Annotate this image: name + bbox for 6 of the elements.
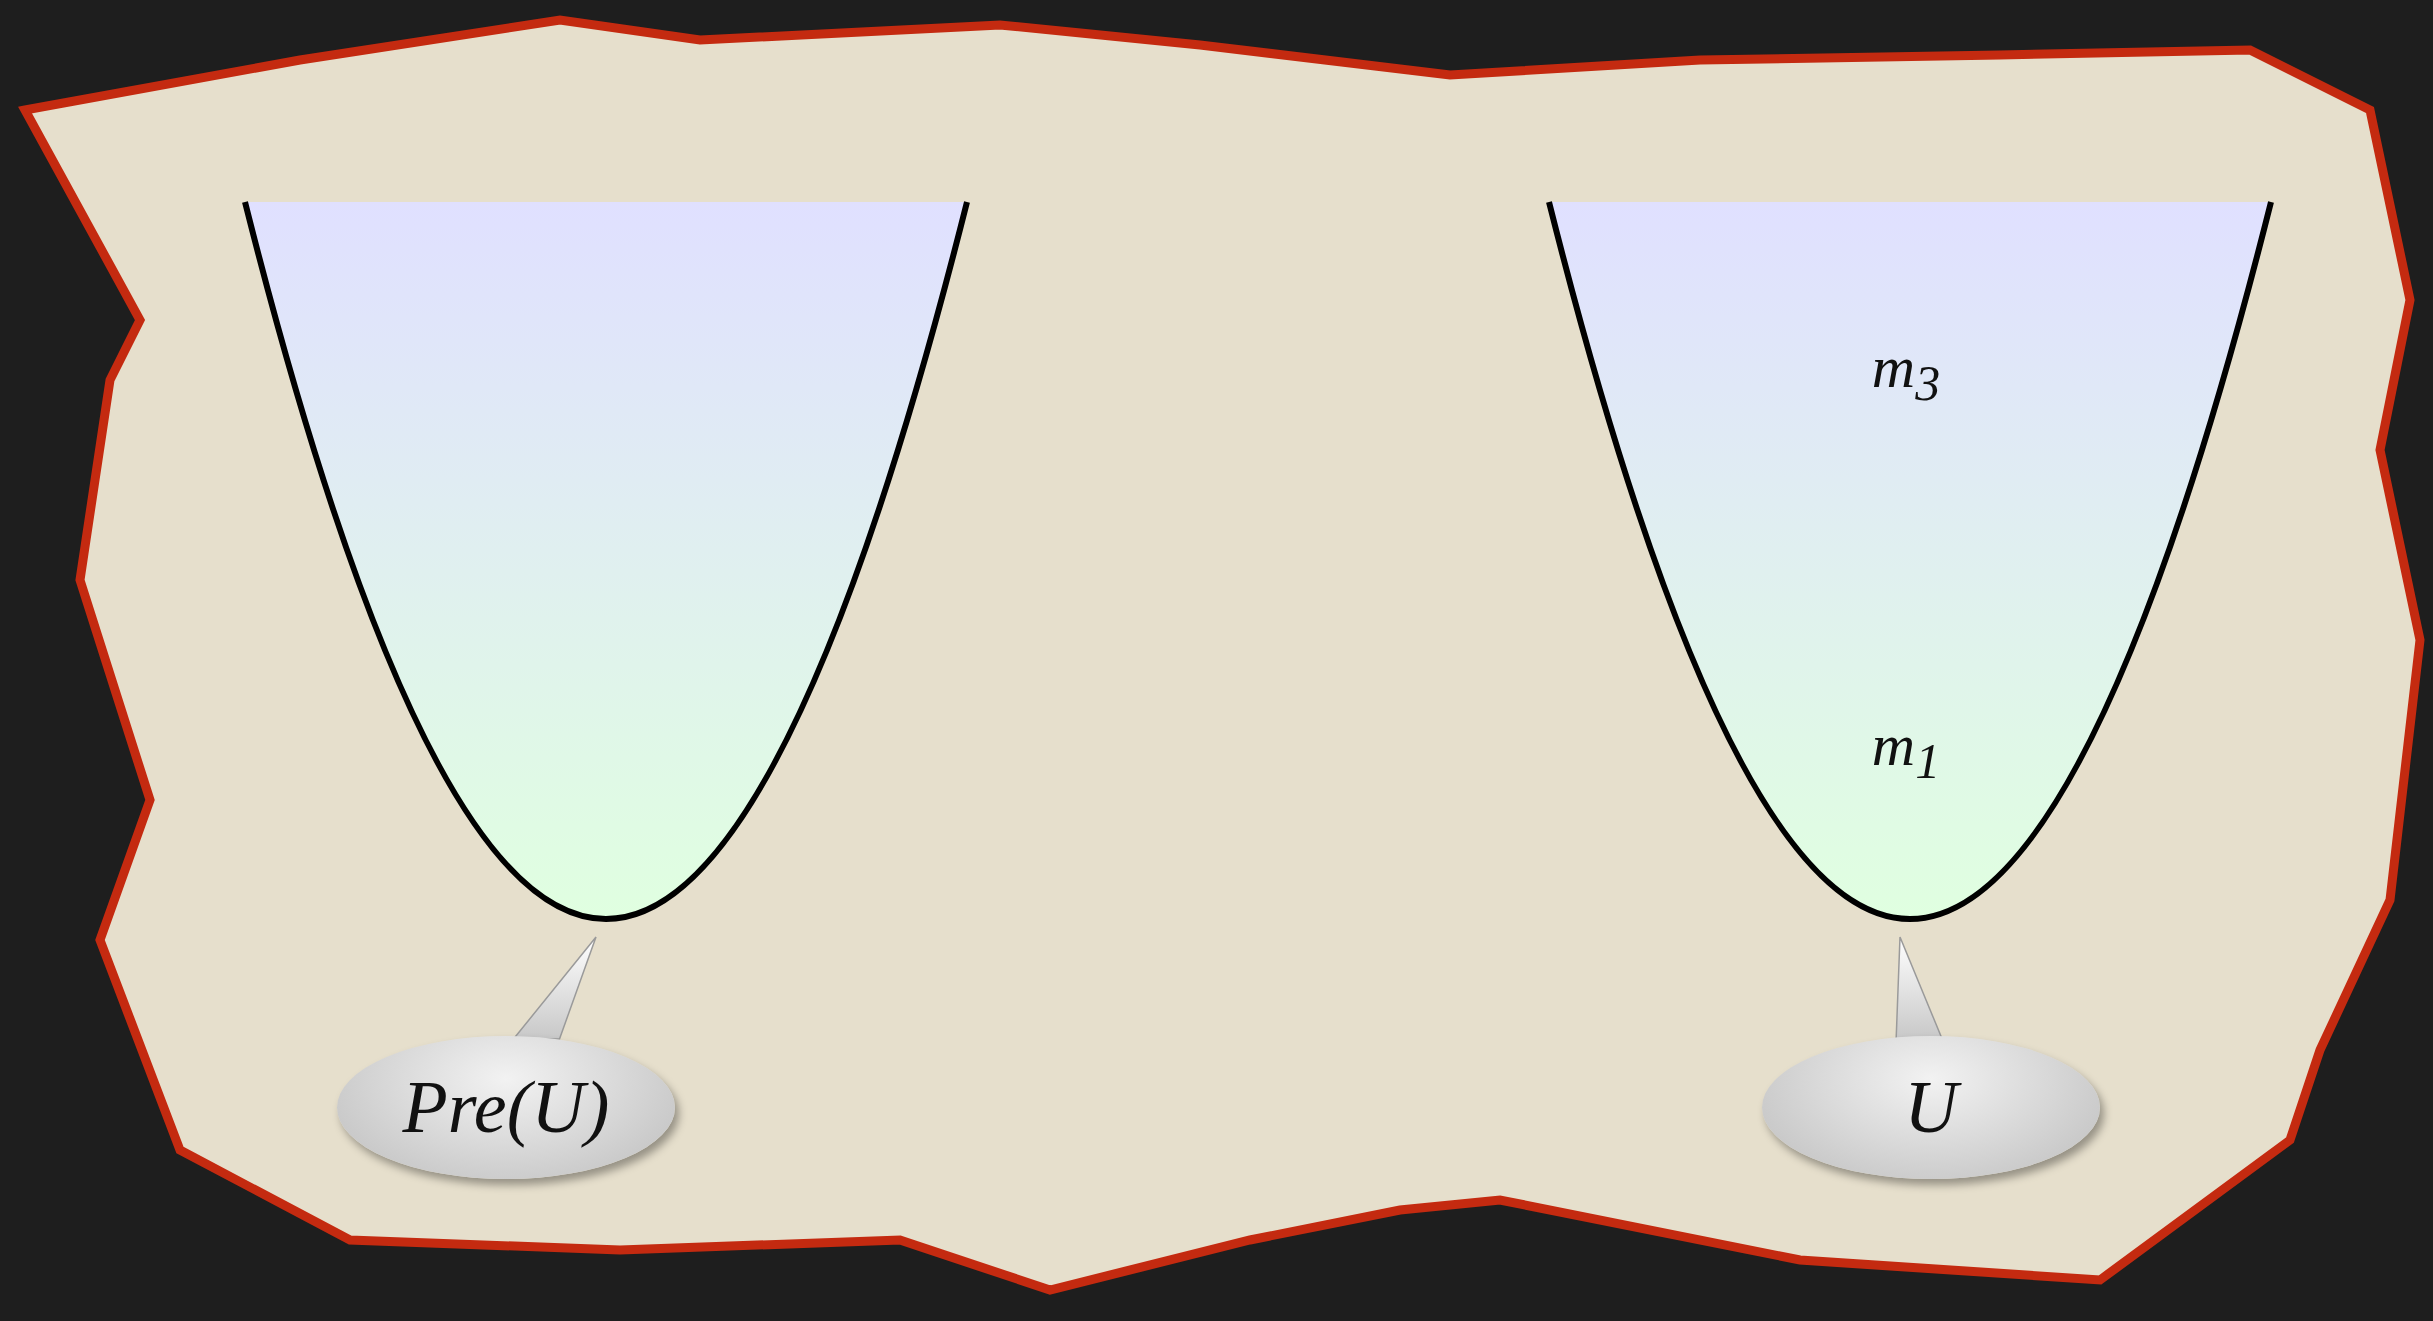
math-label: m$_{3}$ — [1871, 332, 1941, 412]
parabola-curve — [1549, 202, 2271, 923]
math-label: m$_{1}$ — [1871, 710, 1941, 790]
leader-line — [1895, 936, 1944, 1040]
bubble-text: Pre(U) — [402, 1065, 610, 1150]
parabola-curve — [245, 202, 967, 923]
